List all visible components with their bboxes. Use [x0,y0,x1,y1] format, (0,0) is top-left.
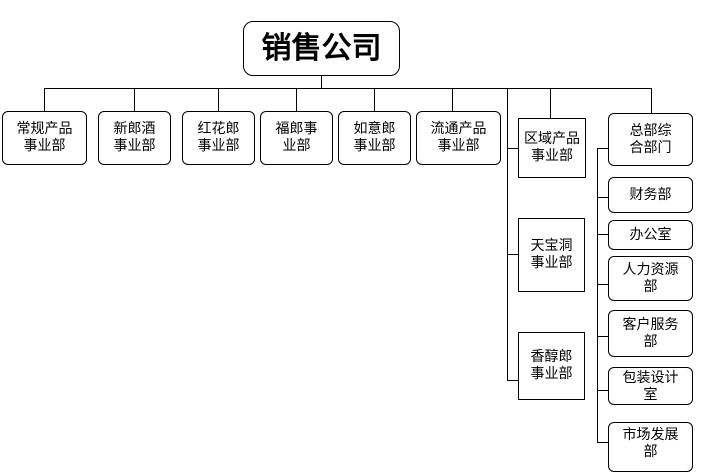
general-child-node: 财务部 [608,177,693,213]
general-dept-node: 总部综 合部门 [608,113,693,166]
division-node: 红花郎 事业部 [182,111,255,165]
division-node: 流通产品 事业部 [416,111,501,165]
general-child-node: 人力资源 部 [608,256,693,301]
division-node: 新郎酒 事业部 [98,111,171,165]
division-node: 如意郎 事业部 [338,111,411,165]
division-node: 常规产品 事业部 [2,111,87,165]
regional-child-node: 天宝洞 事业部 [518,218,585,292]
general-child-node: 办公室 [608,220,693,250]
general-child-node: 客户服务 部 [608,310,693,357]
division-node: 福郎事 业部 [260,111,333,165]
general-child-node: 市场发展 部 [608,422,693,472]
regional-child-node: 香醇郎 事业部 [518,332,585,400]
general-child-node: 包装设计 室 [608,367,693,405]
regional-division-node: 区域产品 事业部 [518,118,586,178]
root-node: 销售公司 [243,21,400,76]
